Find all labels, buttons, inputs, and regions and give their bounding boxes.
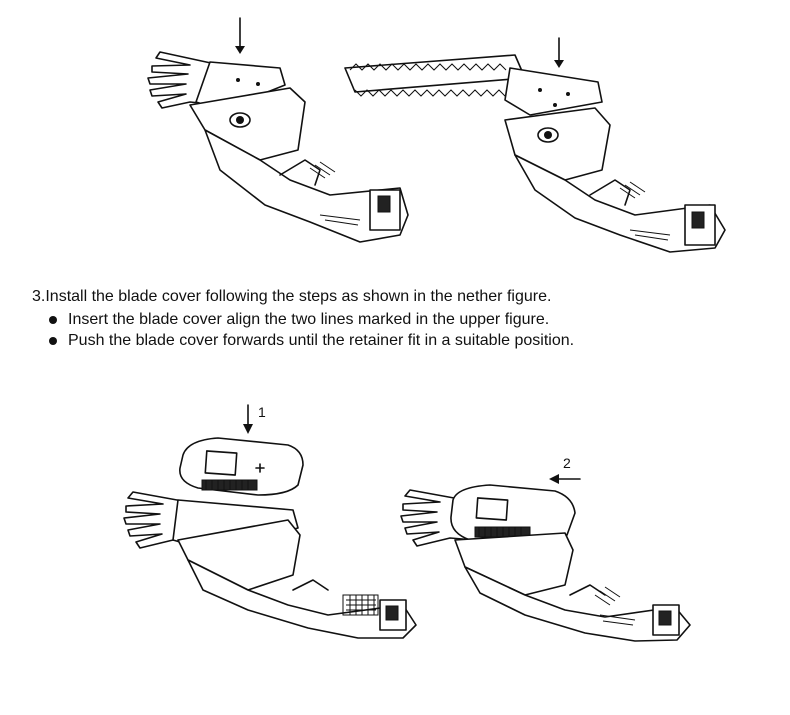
bullet-item: Insert the blade cover align the two lin… <box>32 309 762 330</box>
bullet-dot-icon <box>49 316 57 324</box>
shear-blade-figure <box>130 10 420 255</box>
hedge-blade-figure <box>340 30 740 255</box>
instructions-block: 3.Install the blade cover following the … <box>32 286 762 351</box>
hedge-blade-illustration <box>344 37 726 253</box>
step-1-callout: 1 <box>258 404 266 420</box>
cover-insert-figure <box>118 400 428 640</box>
bullet-dot-icon <box>49 337 57 345</box>
bullet-item: Push the blade cover forwards until the … <box>32 330 762 351</box>
cover-push-illustration <box>400 474 691 642</box>
step-2-callout: 2 <box>563 455 571 471</box>
cover-insert-illustration <box>123 404 417 639</box>
cover-push-figure <box>395 455 700 645</box>
bullet-text: Insert the blade cover align the two lin… <box>68 311 550 328</box>
step-3-text: 3.Install the blade cover following the … <box>32 288 552 305</box>
instruction-bullets: Insert the blade cover align the two lin… <box>32 309 762 351</box>
shear-blade-illustration <box>147 17 409 243</box>
bullet-text: Push the blade cover forwards until the … <box>68 332 575 349</box>
arrow-head <box>235 46 245 54</box>
